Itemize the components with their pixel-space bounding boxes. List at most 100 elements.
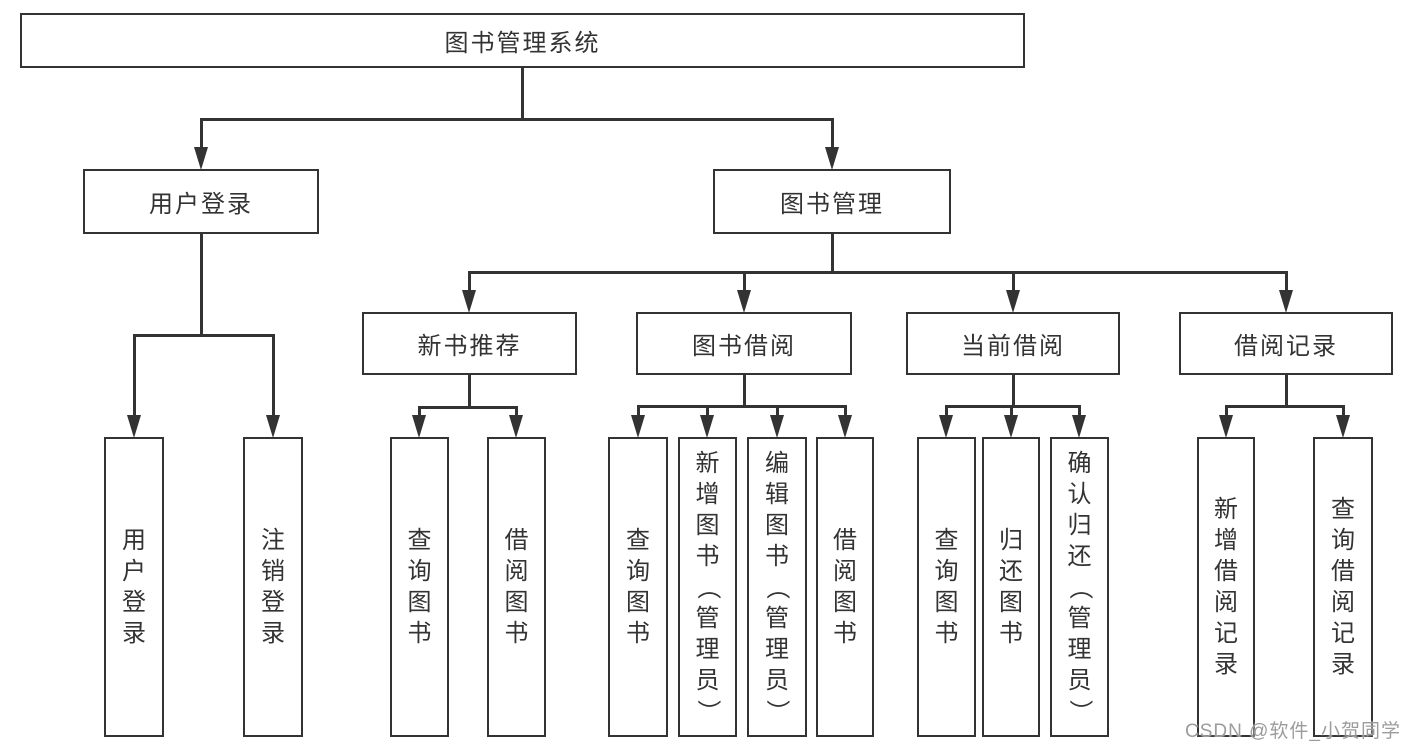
node-label-leaf-query-book-borrow: 查询图书 xyxy=(626,525,650,649)
node-label-user-login: 用户登录 xyxy=(149,191,253,218)
label-char: （ xyxy=(694,575,721,599)
label-char: 新 xyxy=(1214,496,1238,523)
arrowhead-down-icon-leaf-logout xyxy=(265,415,280,438)
csdn-watermark: CSDN @软件_小贺同学 xyxy=(1185,721,1401,742)
label-char: 认 xyxy=(1067,480,1092,508)
arrowhead-down-icon-leaf-return-book xyxy=(1003,415,1018,438)
label-char: 销 xyxy=(261,558,285,585)
label-char: 注 xyxy=(261,527,285,554)
node-new-book-rec: 新书推荐 xyxy=(362,312,577,375)
connector-stub-book-borrow xyxy=(742,374,746,408)
label-char: 借 xyxy=(1214,558,1238,585)
node-label-leaf-query-borrow-record: 查询借阅记录 xyxy=(1331,494,1355,680)
node-label-book-mgmt: 图书管理 xyxy=(780,191,884,218)
label-char: 书 xyxy=(695,542,720,570)
label-char: ） xyxy=(763,699,791,723)
node-label-leaf-borrow-book-2: 借阅图书 xyxy=(833,525,857,649)
node-label-leaf-borrow-book-rec: 借阅图书 xyxy=(505,525,529,649)
node-label-leaf-confirm-return-admin: 确认归还（管理员） xyxy=(1066,448,1093,727)
label-char: 登 xyxy=(122,589,146,616)
connector-branch-book-borrow xyxy=(636,404,847,408)
label-char: 确 xyxy=(1067,449,1092,477)
node-label-leaf-user-login: 用户登录 xyxy=(122,525,146,649)
arrowhead-down-icon-leaf-add-borrow-record xyxy=(1218,415,1233,438)
label-char: 增 xyxy=(1214,527,1238,554)
label-char: 图 xyxy=(695,511,720,539)
label-char: 户 xyxy=(122,558,146,585)
label-char: 借 xyxy=(1331,558,1355,585)
label-char: 理 xyxy=(695,635,720,663)
arrowhead-down-icon-leaf-borrow-book-2 xyxy=(837,415,852,438)
label-char: 管 xyxy=(765,604,789,632)
node-label-leaf-add-borrow-record: 新增借阅记录 xyxy=(1214,494,1238,680)
label-char: 询 xyxy=(934,558,959,585)
label-char: 查 xyxy=(1331,496,1355,523)
label-char: ） xyxy=(694,699,721,723)
node-user-login: 用户登录 xyxy=(83,169,319,234)
node-leaf-query-book-rec: 查询图书 xyxy=(390,437,449,737)
node-leaf-borrow-book-2: 借阅图书 xyxy=(816,437,874,737)
connector-stub-user-login xyxy=(199,233,203,337)
node-label-leaf-add-book-admin: 新增图书（管理员） xyxy=(694,448,721,727)
node-leaf-logout: 注销登录 xyxy=(243,437,303,737)
connector-branch-current-borrow xyxy=(945,404,1081,408)
node-label-root: 图书管理系统 xyxy=(444,30,601,57)
node-leaf-borrow-book-rec: 借阅图书 xyxy=(487,437,546,737)
arrowhead-down-icon-leaf-query-book-current xyxy=(939,415,953,438)
label-char: 员 xyxy=(1067,666,1092,694)
node-leaf-confirm-return-admin: 确认归还（管理员） xyxy=(1050,437,1109,737)
connector-branch-book-mgmt xyxy=(468,270,1288,274)
label-char: 书 xyxy=(999,620,1023,647)
node-leaf-return-book: 归还图书 xyxy=(982,437,1040,737)
label-char: 录 xyxy=(1331,651,1355,678)
label-char: 书 xyxy=(626,620,650,647)
arrowhead-down-icon-book-borrow xyxy=(736,290,751,313)
label-char: 员 xyxy=(695,666,720,694)
label-char: 书 xyxy=(833,620,857,647)
label-char: 归 xyxy=(999,527,1023,554)
arrowhead-down-icon-leaf-confirm-return-admin xyxy=(1072,415,1086,438)
node-root: 图书管理系统 xyxy=(20,13,1025,68)
node-leaf-query-book-borrow: 查询图书 xyxy=(608,437,668,737)
connector-drop-current-borrow xyxy=(1011,272,1015,300)
label-char: 阅 xyxy=(833,558,857,585)
label-char: 归 xyxy=(1067,511,1092,539)
label-char: 图 xyxy=(626,589,650,616)
connector-stub-new-book-rec xyxy=(468,374,471,409)
arrowhead-down-icon-leaf-query-borrow-record xyxy=(1335,415,1350,438)
arrowhead-down-icon-new-book-rec xyxy=(462,290,476,313)
label-char: 借 xyxy=(833,527,857,554)
label-char: ） xyxy=(1066,699,1093,723)
label-char: 用 xyxy=(122,527,146,554)
node-label-new-book-rec: 新书推荐 xyxy=(417,333,522,360)
label-char: 理 xyxy=(1067,635,1092,663)
label-char: 新 xyxy=(695,449,720,477)
label-char: 管 xyxy=(695,604,720,632)
label-char: 书 xyxy=(407,620,432,647)
connector-branch-borrow-records xyxy=(1224,404,1345,408)
connector-drop-borrow-records xyxy=(1284,272,1288,300)
label-char: 录 xyxy=(122,620,146,647)
label-char: 员 xyxy=(765,666,789,694)
connector-drop-new-book-rec xyxy=(468,272,471,300)
node-borrow-records: 借阅记录 xyxy=(1179,312,1393,375)
arrowhead-down-icon-leaf-add-book-admin xyxy=(700,415,714,438)
node-leaf-user-login: 用户登录 xyxy=(104,437,164,737)
arrowhead-down-icon-user-login xyxy=(193,147,208,170)
connector-drop-user-login xyxy=(199,119,203,157)
label-char: 图 xyxy=(504,589,529,616)
node-leaf-query-book-current: 查询图书 xyxy=(917,437,976,737)
node-label-leaf-logout: 注销登录 xyxy=(261,525,285,649)
arrowhead-down-icon-borrow-records xyxy=(1278,290,1293,313)
connector-branch-user-login xyxy=(132,333,275,337)
label-char: 编 xyxy=(765,449,789,477)
label-char: 查 xyxy=(407,527,432,554)
label-char: 录 xyxy=(1214,651,1238,678)
label-char: 书 xyxy=(765,542,789,570)
connector-stub-current-borrow xyxy=(1011,374,1015,408)
label-char: 询 xyxy=(407,558,432,585)
arrowhead-down-icon-current-borrow xyxy=(1005,290,1020,313)
label-char: 图 xyxy=(833,589,857,616)
connector-stub-borrow-records xyxy=(1284,374,1288,408)
